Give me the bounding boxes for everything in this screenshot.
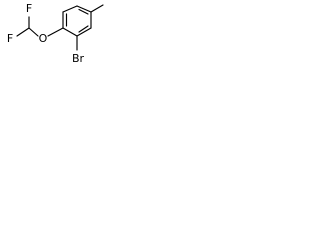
benzene-ring [62,5,92,37]
methyl-bond [90,4,104,13]
carbon-fluorine-bond-2 [16,27,30,37]
ring-double-bond-2 [78,8,89,15]
ring-double-bond-3 [78,25,89,33]
fluorine-top-label: F [26,2,32,15]
structure-canvas: F F O Br [0,0,110,70]
bromine-label: Br [72,52,85,65]
ring-bond-1 [62,5,78,13]
molecule-diagram: F F O Br [7,2,104,65]
aryl-oxygen-bond [47,27,64,37]
fluorine-left-label: F [7,32,13,45]
oxygen-label: O [39,32,48,45]
ring-bond-4 [76,27,92,37]
ring-bond-5 [62,27,78,37]
oxygen-carbon-bond [28,27,39,37]
ring-bond-2 [76,5,92,13]
